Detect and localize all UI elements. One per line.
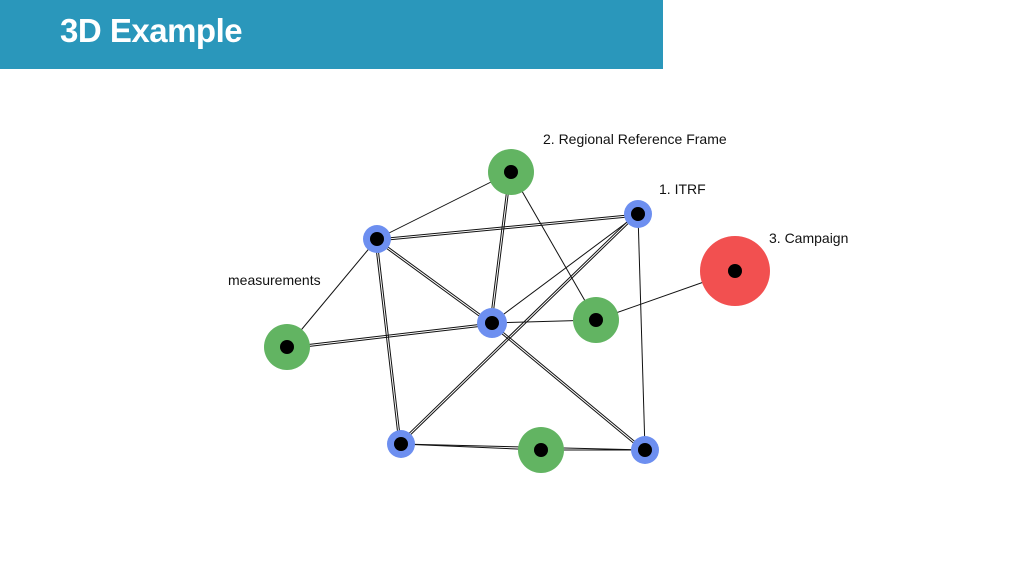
edge-b2-b4: [399, 212, 637, 443]
edges: [286, 171, 736, 452]
title-bar: 3D Example: [0, 0, 663, 69]
edge-b1-b3: [375, 240, 492, 326]
label-itrf: 1. ITRF: [659, 181, 706, 197]
label-campaign: 3. Campaign: [769, 230, 848, 246]
edge-b2-b5: [637, 213, 646, 451]
edge-g1-g3: [510, 171, 597, 321]
edge-b3-b5: [491, 322, 646, 451]
edge-b1-b4: [374, 239, 400, 445]
node-center-b3: [485, 316, 499, 330]
edge-g1-b3: [489, 171, 510, 323]
edge-b2-b3: [491, 213, 639, 324]
edge-b3-b5: [490, 324, 645, 452]
nodes: [264, 149, 770, 473]
label-measurements: measurements: [228, 272, 321, 288]
node-center-g1: [504, 165, 518, 179]
label-regional-reference-frame: 2. Regional Reference Frame: [543, 131, 727, 147]
edge-b1-b2: [377, 215, 639, 242]
node-center-r1: [728, 264, 742, 278]
edge-b1-g1: [376, 171, 512, 240]
node-center-b1: [370, 232, 384, 246]
edge-g2-b3: [287, 324, 493, 350]
node-center-b5: [638, 443, 652, 457]
edge-b1-b2: [376, 213, 639, 240]
edge-b1-b4: [376, 238, 402, 445]
edge-g2-b3: [286, 322, 493, 348]
node-center-b4: [394, 437, 408, 451]
node-center-g3: [589, 313, 603, 327]
edge-b1-g2: [286, 238, 378, 348]
node-center-g2: [280, 340, 294, 354]
node-center-g4: [534, 443, 548, 457]
node-center-b2: [631, 207, 645, 221]
edge-b2-b4: [400, 213, 639, 445]
edge-b1-b3: [376, 238, 493, 324]
slide-title: 3D Example: [60, 12, 243, 49]
edge-g1-b3: [491, 171, 512, 324]
